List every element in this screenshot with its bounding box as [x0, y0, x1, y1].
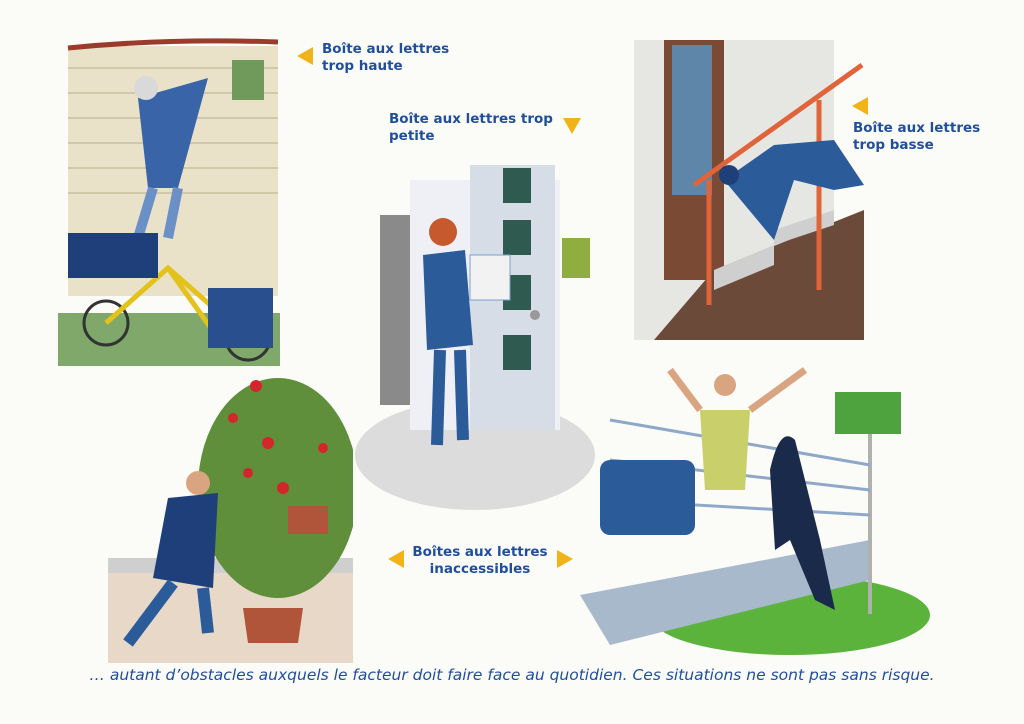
label-line: petite	[389, 128, 435, 144]
illustration-rose-bush	[108, 378, 353, 663]
label-line: Boîte aux lettres trop	[389, 111, 553, 127]
arrow-left-icon	[388, 550, 404, 568]
illustration-mailbox-too-high	[58, 38, 280, 366]
label-line: trop basse	[853, 137, 934, 153]
label-line: Boîte aux lettres	[853, 120, 981, 136]
label-inaccessible: Boîtes aux lettres inaccessibles	[410, 544, 550, 578]
arrow-left-icon	[852, 97, 868, 115]
label-line: trop haute	[322, 58, 403, 74]
arrow-down-icon	[563, 118, 581, 134]
label-line: inaccessibles	[429, 561, 531, 577]
label-too-low: Boîte aux lettres trop basse	[853, 120, 980, 154]
illustration-mailbox-too-low	[634, 40, 864, 340]
arrow-left-icon	[297, 47, 313, 65]
label-too-high: Boîte aux lettres trop haute	[322, 41, 449, 75]
illustration-mailbox-too-small	[355, 165, 595, 510]
caption: … autant d’obstacles auxquels le facteur…	[89, 666, 935, 684]
illustration-dog	[580, 367, 930, 655]
label-too-small: Boîte aux lettres trop petite	[389, 111, 553, 145]
label-line: Boîte aux lettres	[322, 41, 450, 57]
label-line: Boîtes aux lettres	[412, 544, 548, 560]
arrow-right-icon	[557, 550, 573, 568]
